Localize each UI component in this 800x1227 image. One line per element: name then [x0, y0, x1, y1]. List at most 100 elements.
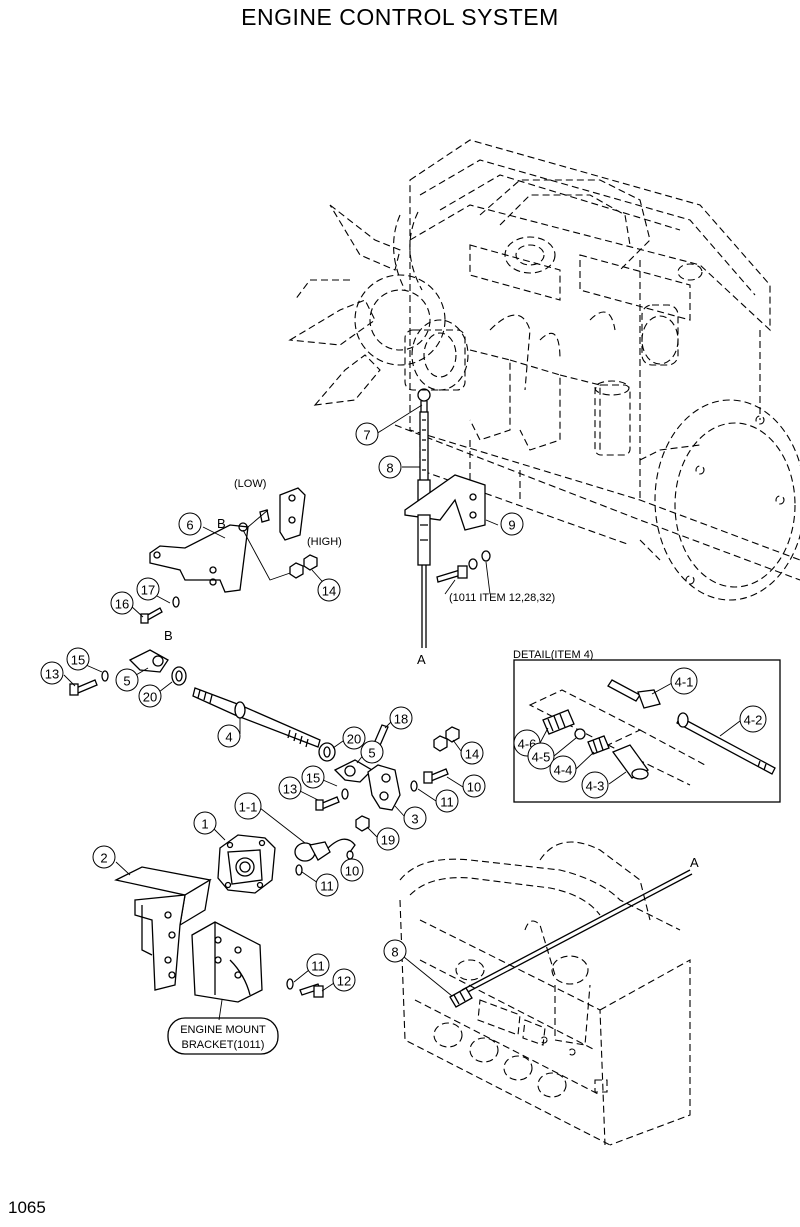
page-title: ENGINE CONTROL SYSTEM — [241, 4, 559, 30]
callout-19: 19 — [376, 827, 400, 851]
callout-18: 18 — [389, 706, 413, 730]
callout-number: 6 — [186, 518, 193, 533]
callout-circle — [138, 684, 162, 708]
callout-number: 3 — [411, 812, 418, 827]
callout-circle — [110, 591, 134, 615]
label-item-reference: (1011 ITEM 12,28,32) — [449, 592, 555, 604]
callout-12: 12 — [332, 968, 356, 992]
callout-4-1: 4-1 — [670, 667, 698, 695]
callout-circle — [383, 939, 407, 963]
callout-4-4: 4-4 — [549, 755, 577, 783]
page-number: 1065 — [8, 1198, 46, 1217]
callout-number: 4-2 — [744, 713, 763, 728]
callout-circle — [92, 845, 116, 869]
throttle-cable-upper — [404, 388, 491, 648]
callout-circle — [581, 771, 609, 799]
callout-circle — [378, 455, 402, 479]
callout-number: 7 — [363, 428, 370, 443]
callout-number: 14 — [322, 584, 336, 599]
throttle-cable-lower — [449, 869, 693, 1008]
callout-circle — [462, 774, 486, 798]
callout-2: 2 — [92, 845, 116, 869]
callout-number: 20 — [347, 732, 361, 747]
callout-5a: 5 — [115, 668, 139, 692]
callout-number: 11 — [320, 879, 334, 894]
label-low: (LOW) — [234, 478, 266, 490]
label-b-upper: B — [217, 516, 226, 531]
callout-6: 6 — [178, 512, 202, 536]
callout-circle — [40, 661, 64, 685]
callout-number: 1-1 — [239, 800, 258, 815]
callout-circle — [340, 858, 364, 882]
callout-circle — [403, 806, 427, 830]
label-a-lower: A — [690, 855, 699, 870]
callout-3: 3 — [403, 806, 427, 830]
callout-7: 7 — [355, 422, 379, 446]
callout-circle — [217, 724, 241, 748]
detail-item-4 — [513, 659, 781, 803]
callout-circle — [527, 742, 555, 770]
callout-circle — [306, 953, 330, 977]
callout-number: 12 — [337, 974, 351, 989]
callout-circle — [739, 705, 767, 733]
callout-15a: 15 — [66, 647, 90, 671]
callout-number: 14 — [465, 747, 479, 762]
callout-number: 11 — [311, 959, 325, 974]
callout-11a: 11 — [435, 789, 459, 813]
callout-circle — [332, 968, 356, 992]
callout-10a: 10 — [462, 774, 486, 798]
callout-16: 16 — [110, 591, 134, 615]
callout-number: 11 — [440, 795, 454, 810]
callout-4-3: 4-3 — [581, 771, 609, 799]
callout-number: 15 — [306, 771, 320, 786]
callout-1-1: 1-1 — [234, 792, 262, 820]
callout-20b: 20 — [342, 726, 366, 750]
callout-number: 4-5 — [532, 750, 551, 765]
callout-circle — [360, 740, 384, 764]
engine-mount-line-2: BRACKET(1011) — [182, 1039, 265, 1051]
callout-number: 9 — [508, 518, 515, 533]
callout-8a: 8 — [378, 455, 402, 479]
callout-circle — [66, 647, 90, 671]
callout-4-5: 4-5 — [527, 742, 555, 770]
callout-circle — [500, 512, 524, 536]
callout-circle — [460, 741, 484, 765]
callout-8b: 8 — [383, 939, 407, 963]
callout-number: 2 — [100, 851, 107, 866]
callout-14b: 14 — [460, 741, 484, 765]
callout-number: 19 — [381, 833, 395, 848]
callout-circle — [317, 578, 341, 602]
callout-11b: 11 — [315, 873, 339, 897]
callout-number: 4 — [225, 730, 232, 745]
engine-mount-line-1: ENGINE MOUNT — [180, 1024, 266, 1036]
engine-mount-label: ENGINE MOUNT BRACKET(1011) — [167, 1017, 279, 1055]
callout-circle — [136, 577, 160, 601]
callout-circle — [549, 755, 577, 783]
callout-14a: 14 — [317, 578, 341, 602]
callout-circle — [234, 792, 262, 820]
callout-number: 4-1 — [675, 675, 694, 690]
callout-number: 10 — [467, 780, 481, 795]
callout-11c: 11 — [306, 953, 330, 977]
callout-number: 4-4 — [554, 763, 573, 778]
callout-circle — [315, 873, 339, 897]
callout-13b: 13 — [278, 776, 302, 800]
callout-circle — [670, 667, 698, 695]
callout-circle — [435, 789, 459, 813]
lever-link-6 — [140, 487, 318, 624]
callout-number: 4-3 — [586, 779, 605, 794]
callout-number: 8 — [386, 461, 393, 476]
callout-5b: 5 — [360, 740, 384, 764]
label-a-upper: A — [417, 652, 426, 667]
callout-circle — [342, 726, 366, 750]
callout-circle — [115, 668, 139, 692]
sensor-bracket-assembly — [114, 834, 356, 1003]
callout-number: 10 — [345, 864, 359, 879]
callout-number: 13 — [283, 782, 297, 797]
callout-10b: 10 — [340, 858, 364, 882]
callout-circle — [278, 776, 302, 800]
callout-4-2: 4-2 — [739, 705, 767, 733]
callout-4: 4 — [217, 724, 241, 748]
callout-circle — [193, 811, 217, 835]
